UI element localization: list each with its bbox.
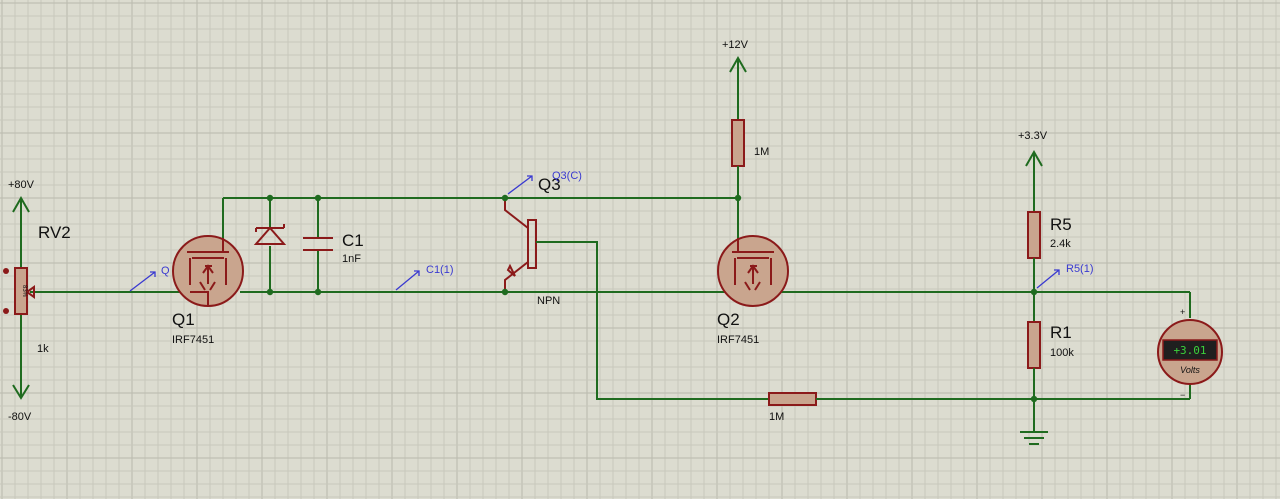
voltmeter[interactable]: +3.01 Volts + − (1157, 292, 1223, 400)
c1-value-label: 1nF (342, 253, 361, 265)
r1-value-label: 100k (1050, 347, 1074, 359)
plus80-label: +80V (8, 179, 35, 191)
r1-ref-label: R1 (1050, 323, 1072, 342)
q1-ref-label: Q1 (172, 310, 195, 329)
q2-value-label: IRF7451 (717, 334, 759, 346)
svg-text:Q3(C): Q3(C) (552, 170, 582, 182)
svg-text:C1(1): C1(1) (426, 264, 454, 276)
svg-text:R5(1): R5(1) (1066, 263, 1094, 275)
zener-diode[interactable] (253, 198, 287, 292)
q3-value-label: NPN (537, 295, 560, 307)
voltmeter-readout: +3.01 (1173, 344, 1206, 357)
r5-value-label: 2.4k (1050, 238, 1071, 250)
probe-q3-c[interactable]: Q3(C) (507, 170, 582, 195)
r-1m-bottom[interactable] (596, 292, 1190, 406)
minus80-rail[interactable] (12, 382, 30, 400)
plus3v3-rail[interactable] (1025, 149, 1043, 212)
voltmeter-unit: Volts (1180, 365, 1200, 375)
r5-ref-label: R5 (1050, 215, 1072, 234)
svg-text:Q: Q (161, 265, 170, 277)
q3-ref-label: Q3 (538, 175, 561, 194)
junction-dots (266, 194, 1038, 403)
r-1m-top-value: 1M (754, 146, 769, 158)
voltmeter-plus: + (1180, 307, 1185, 317)
q3-npn-transistor[interactable] (504, 198, 598, 292)
q2-ref-label: Q2 (717, 310, 740, 329)
probe-r5-1[interactable]: R5(1) (1036, 263, 1094, 289)
plus12-rail[interactable] (729, 55, 747, 120)
rv2-ref-label: RV2 (38, 223, 71, 242)
plus80-rail[interactable] (12, 195, 30, 220)
q2-mosfet[interactable] (717, 198, 789, 307)
c1-ref-label: C1 (342, 231, 364, 250)
rv2-value-label: 1k (37, 343, 49, 355)
q1-mosfet[interactable] (172, 235, 244, 307)
ground-symbol[interactable] (1020, 431, 1048, 445)
q1-value-label: IRF7451 (172, 334, 214, 346)
plus12-label: +12V (722, 39, 749, 51)
voltmeter-minus: − (1180, 390, 1185, 400)
r5-resistor[interactable] (1027, 211, 1041, 322)
probe-q[interactable]: Q (129, 265, 170, 292)
c1-capacitor[interactable] (303, 198, 333, 292)
r1-resistor[interactable] (1027, 321, 1041, 432)
r-1m-top[interactable] (731, 119, 745, 198)
plus3v3-label: +3.3V (1018, 130, 1048, 142)
rv2-body-text: 83% (21, 285, 27, 298)
minus80-label: -80V (8, 411, 32, 423)
probe-c1-1[interactable]: C1(1) (395, 264, 454, 291)
r-1m-bottom-value: 1M (769, 411, 784, 423)
